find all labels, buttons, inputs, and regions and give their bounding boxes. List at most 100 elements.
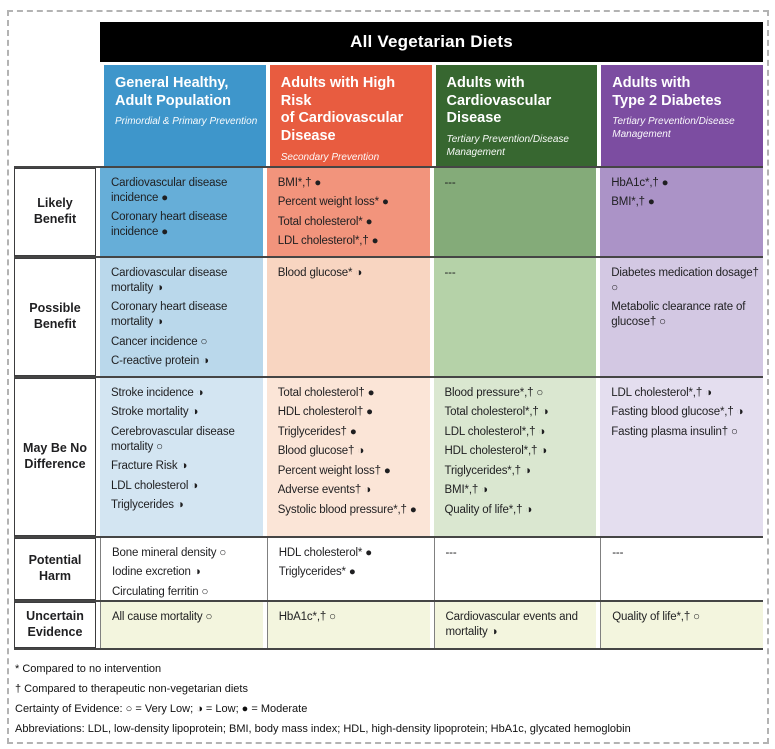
cell-uncertain-evidence-type2-diabetes: Quality of life*,† ○ <box>600 602 763 648</box>
column-subtitle: Tertiary Prevention/Disease Management <box>612 116 735 140</box>
evidence-item: Coronary heart disease incidence ● <box>111 211 228 239</box>
evidence-item: Stroke mortality ◑ <box>111 406 199 419</box>
evidence-item: Triglycerides ◑ <box>111 499 184 512</box>
evidence-item: Systolic blood pressure*,† ● <box>277 503 417 516</box>
cell-uncertain-evidence-cvd: Cardiovascular events and mortality ◑ <box>433 602 597 648</box>
column-header-high-risk-cvd: Adults with High Risk of Cardiovascular … <box>269 65 432 166</box>
evidence-item: LDL cholesterol*,† ◑ <box>444 425 546 438</box>
evidence-item: Diabetes medication dosage† ○ <box>611 267 759 294</box>
evidence-item: --- <box>445 547 457 559</box>
evidence-item: Percent weight loss† ● <box>277 464 391 477</box>
evidence-item: Circulating ferritin ○ <box>112 585 209 598</box>
evidence-item: HDL cholesterol† ● <box>277 406 373 419</box>
evidence-item: Cancer incidence ○ <box>111 335 208 348</box>
cell-likely-benefit-cvd: --- <box>433 168 597 256</box>
evidence-item: Percent weight loss* ● <box>277 196 389 209</box>
evidence-item: Cardiovascular events and mortality ◑ <box>445 611 579 638</box>
evidence-item: Stroke incidence ◑ <box>111 387 204 399</box>
cell-uncertain-evidence-high-risk-cvd: HbA1c*,† ○ <box>266 602 430 648</box>
table-row-potential-harm: Potential Harm Bone mineral density ○ Iodi… <box>14 536 763 600</box>
evidence-item: BMI*,† ◑ <box>444 484 489 497</box>
table-row-likely-benefit: Likely Benefit Cardiovascular disease inc… <box>14 166 763 256</box>
evidence-item: HbA1c*,† ○ <box>278 611 336 623</box>
header-spacer <box>14 65 100 166</box>
footnote-certainty-legend: Certainty of Evidence: ○ = Very Low; ◑ =… <box>15 703 308 716</box>
evidence-item: HDL cholesterol* ● <box>278 547 373 559</box>
column-subtitle: Tertiary Prevention/Disease Management <box>446 134 569 158</box>
table-row-uncertain-evidence: Uncertain Evidence All cause mortality ○ H… <box>14 600 763 650</box>
cell-uncertain-evidence-general-healthy: All cause mortality ○ <box>100 602 263 648</box>
evidence-item: Cerebrovascular disease mortality ○ <box>111 425 235 453</box>
evidence-item: LDL cholesterol*,† ● <box>277 235 379 248</box>
evidence-item: Triglycerides*,† ◑ <box>444 464 531 477</box>
evidence-item: BMI*,† ● <box>277 177 322 189</box>
evidence-item: HbA1c*,† ● <box>611 177 669 189</box>
evidence-item: Fracture Risk ◑ <box>111 460 188 473</box>
title-row: All Vegetarian Diets <box>14 22 763 62</box>
evidence-item: Quality of life*,† ◑ <box>444 503 533 516</box>
column-subtitle: Primordial & Primary Prevention <box>115 116 258 128</box>
row-label-may-be-no-difference: May Be No Difference <box>14 378 96 536</box>
evidence-item: --- <box>444 177 456 189</box>
evidence-item: LDL cholesterol ◑ <box>111 479 199 492</box>
footnote-asterisk: * Compared to no intervention <box>15 663 162 675</box>
evidence-item: Blood glucose† ◑ <box>277 445 365 458</box>
evidence-item: Blood pressure*,† ○ <box>444 387 544 399</box>
cell-possible-benefit-type2-diabetes: Diabetes medication dosage† ○ Metabolic c… <box>600 258 763 376</box>
evidence-item: Cardiovascular disease mortality ◑ <box>111 267 228 294</box>
cell-may-be-no-difference-general-healthy: Stroke incidence ◑ Stroke mortality ◑ Cere… <box>100 378 263 536</box>
evidence-item: --- <box>612 547 624 559</box>
evidence-item: Triglycerides* ● <box>278 566 356 579</box>
evidence-item: Adverse events† ◑ <box>277 484 372 497</box>
evidence-item: Bone mineral density ○ <box>112 547 227 559</box>
evidence-item: Total cholesterol† ● <box>277 387 375 399</box>
title-spacer <box>14 22 100 62</box>
evidence-item: All cause mortality ○ <box>112 611 213 623</box>
evidence-item: Quality of life*,† ○ <box>612 611 700 623</box>
evidence-item: Total cholesterol*,† ◑ <box>444 406 549 419</box>
evidence-item: LDL cholesterol*,† ◑ <box>611 387 712 399</box>
cell-may-be-no-difference-high-risk-cvd: Total cholesterol† ●HDL cholesterol† ●Tr… <box>266 378 430 536</box>
cell-may-be-no-difference-type2-diabetes: LDL cholesterol*,† ◑ Fasting blood glucos… <box>600 378 763 536</box>
column-title: Adults with Cardiovascular Disease <box>446 75 552 127</box>
evidence-item: Metabolic clearance rate of glucose† ○ <box>611 301 746 329</box>
footnote-dagger: † Compared to therapeutic non-vegetarian… <box>15 683 248 696</box>
evidence-item: C-reactive protein ◑ <box>111 355 209 368</box>
figure-title: All Vegetarian Diets <box>100 22 763 62</box>
cell-possible-benefit-high-risk-cvd: Blood glucose* ◑ <box>266 258 430 376</box>
row-label-possible-benefit: Possible Benefit <box>14 258 96 376</box>
evidence-item: Fasting plasma insulin† ○ <box>611 425 738 438</box>
row-label-likely-benefit: Likely Benefit <box>14 168 96 256</box>
footnotes: * Compared to no intervention † Compared… <box>14 663 763 735</box>
evidence-item: Fasting blood glucose*,† ◑ <box>611 406 744 419</box>
table-rows: Likely Benefit Cardiovascular disease inc… <box>14 166 763 650</box>
evidence-item: Total cholesterol* ● <box>277 215 373 228</box>
cell-may-be-no-difference-cvd: Blood pressure*,† ○ Total cholesterol*,† … <box>433 378 597 536</box>
footnote-abbreviations: Abbreviations: LDL, low-density lipoprot… <box>15 723 631 736</box>
row-label-potential-harm: Potential Harm <box>14 538 96 600</box>
column-title: Adults with Type 2 Diabetes <box>612 75 722 109</box>
column-title: Adults with High Risk of Cardiovascular … <box>280 75 404 145</box>
cell-potential-harm-general-healthy: Bone mineral density ○ Iodine excretion ◑… <box>100 538 263 600</box>
column-title: General Healthy, Adult Population <box>115 75 231 109</box>
cell-potential-harm-high-risk-cvd: HDL cholesterol* ● Triglycerides* ● <box>266 538 430 600</box>
figure-content: All Vegetarian Diets General Healthy, Ad… <box>14 22 763 743</box>
cell-potential-harm-type2-diabetes: --- <box>600 538 763 600</box>
cell-likely-benefit-type2-diabetes: HbA1c*,† ● BMI*,† ● <box>600 168 763 256</box>
evidence-item: Iodine excretion ◑ <box>112 566 201 579</box>
cell-possible-benefit-general-healthy: Cardiovascular disease mortality ◑ Corona… <box>100 258 263 376</box>
evidence-item: Cardiovascular disease incidence ● <box>111 177 228 204</box>
cell-possible-benefit-cvd: --- <box>433 258 597 376</box>
row-label-uncertain-evidence: Uncertain Evidence <box>14 602 96 648</box>
evidence-item: Coronary heart disease mortality ◑ <box>111 301 228 329</box>
evidence-item: Blood glucose* ◑ <box>277 267 363 279</box>
evidence-item: BMI*,† ● <box>611 196 655 209</box>
evidence-item: HDL cholesterol*,† ◑ <box>444 445 548 458</box>
